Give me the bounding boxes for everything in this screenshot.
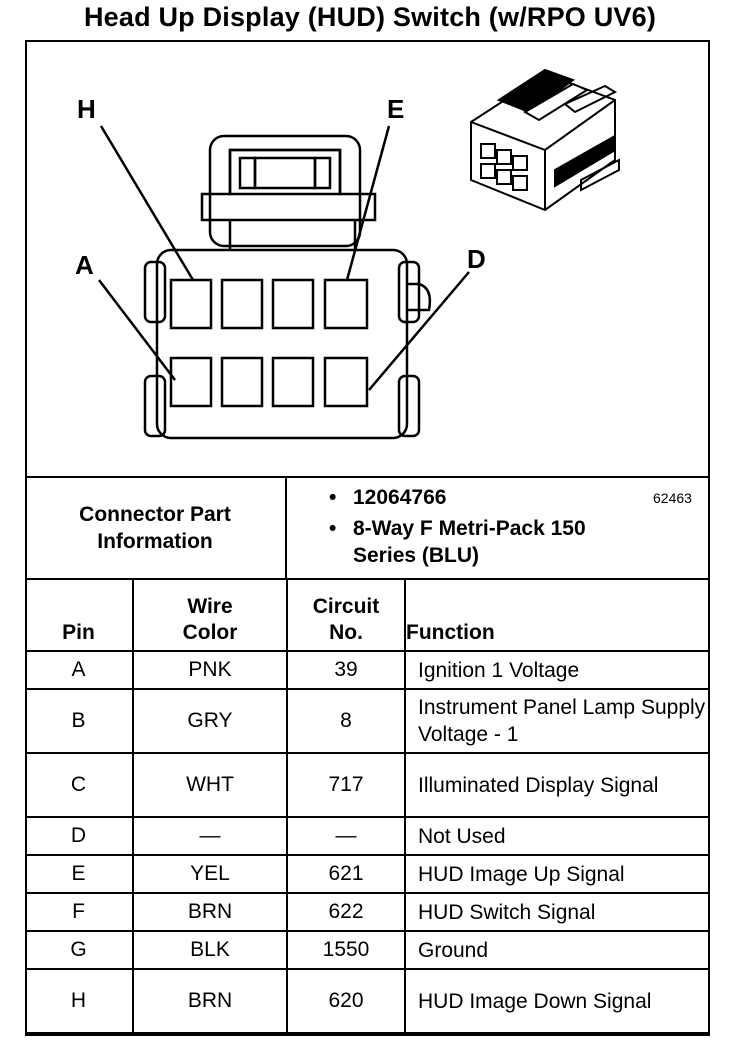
label-e: E <box>387 94 404 124</box>
table-row: A PNK 39 Ignition 1 Voltage <box>25 650 710 690</box>
leader-line-e <box>345 125 391 281</box>
table-row: B GRY 8 Instrument Panel Lamp Supply Vol… <box>25 688 710 754</box>
label-a: A <box>75 250 94 280</box>
connector-part-info: Connector Part Information • 12064766 • … <box>25 476 710 578</box>
leader-line-h <box>99 125 195 281</box>
connector-info-item: • 8-Way F Metri-Pack 150 Series (BLU) <box>329 517 586 567</box>
table-row: D — — Not Used <box>25 816 710 856</box>
connector-frame <box>25 40 710 1036</box>
connector-side-rib-left-top <box>143 260 167 324</box>
connector-latch-outer <box>208 134 362 248</box>
connector-latch-ribs <box>238 156 332 190</box>
header-circuit: Circuit No. <box>286 578 406 652</box>
table-row: G BLK 1550 Ground <box>25 930 710 970</box>
header-function: Function <box>404 578 710 652</box>
connector-side-rib-left-bottom <box>143 374 167 438</box>
label-h: H <box>77 94 96 124</box>
table-row: C WHT 717 Illuminated Display Signal <box>25 752 710 818</box>
cavity-h <box>169 278 213 330</box>
cavity-g <box>220 278 264 330</box>
connector-isometric-view <box>470 68 620 212</box>
bullet-icon: • <box>329 486 337 509</box>
connector-side-rib-right-bottom <box>397 374 421 438</box>
cavity-b <box>220 356 264 408</box>
connector-diagram: H E A D 62463 <box>25 40 710 506</box>
table-header-row: Pin Wire Color Circuit No. Function <box>25 578 710 652</box>
table-row: H BRN 620 HUD Image Down Signal <box>25 968 710 1034</box>
leader-line-a <box>98 279 176 381</box>
connector-latch-tab <box>200 148 377 222</box>
cavity-d <box>323 356 369 408</box>
connector-body <box>155 248 409 440</box>
connector-info-list: • 12064766 • 8-Way F Metri-Pack 150 Seri… <box>287 484 613 573</box>
connector-latch-window <box>228 148 342 196</box>
table-row: F BRN 622 HUD Switch Signal <box>25 892 710 932</box>
header-pin: Pin <box>25 578 134 652</box>
connector-side-rib-right-top <box>397 260 421 324</box>
pinout-table: Pin Wire Color Circuit No. Function A PN… <box>25 578 710 1034</box>
header-wire-color: Wire Color <box>132 578 288 652</box>
connector-face-drawing: H E A D <box>75 68 620 440</box>
connector-info-label: Connector Part Information <box>25 478 287 578</box>
cavity-a <box>169 356 213 408</box>
cavity-e <box>323 278 369 330</box>
table-row: E YEL 621 HUD Image Up Signal <box>25 854 710 894</box>
leader-line-d <box>368 271 470 391</box>
page-title: Head Up Display (HUD) Switch (w/RPO UV6) <box>83 2 657 32</box>
figure-number: 62463 <box>653 490 692 506</box>
connector-info-item: • 12064766 <box>329 486 447 509</box>
connector-latch-center <box>253 156 317 190</box>
bullet-icon: • <box>329 517 337 540</box>
cavity-f <box>271 278 315 330</box>
cavity-c <box>271 356 315 408</box>
connector-side-key <box>407 282 432 312</box>
label-d: D <box>467 244 486 274</box>
